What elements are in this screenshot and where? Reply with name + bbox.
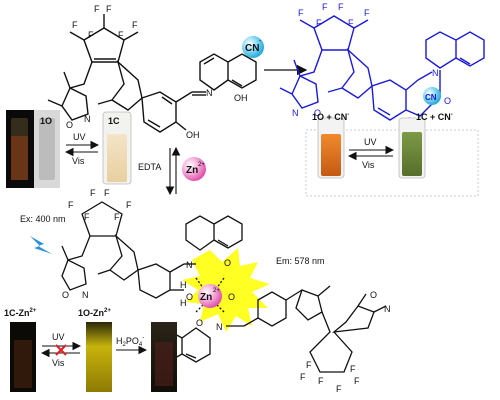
phosphate-label: H2PO4- [116,335,144,348]
vis-label-bottom: Vis [52,358,65,368]
atom-f4: F [354,376,360,386]
vials-zn: 1C-Zn2+ 1O-Zn2+ UV Vis H2PO4- [4,308,177,392]
molecule-cn-adduct [279,15,485,121]
vis-label-top: Vis [72,156,85,166]
atom-o-phenol-left: O [186,292,193,302]
atom-f3: F [298,8,304,18]
molecule-cn-adduct-atoms: F F F F F F N O N O O [292,2,451,126]
atom-oh-phenol: OH [186,130,200,140]
fluorescence-starburst [182,248,270,332]
atom-f2: F [338,2,344,12]
atom-f5: F [348,18,354,28]
zn-bubble [182,157,206,181]
zn-center: Zn 2+ [198,284,222,308]
atom-f5: F [350,364,356,374]
atom-f5: F [118,30,124,40]
zn-complex-atoms-right: F F F F F F O N N O O [196,290,391,394]
cn-bound-label: CN [425,93,437,102]
vial-1o-zn [86,322,112,392]
caption-1o-zn: 1O-Zn2+ [78,308,111,318]
atom-n-isoxazole: N [384,304,391,314]
molecule-open-form [47,14,257,133]
molecule-zn-complex [61,201,387,373]
atom-n-ring: N [432,68,439,78]
atom-n-isoxazole: N [82,290,89,300]
vials-1o-1c: 1O 1C [6,110,132,188]
lightning-icon [30,236,52,254]
atom-o-isoxazole: O [66,120,73,130]
atom-n-imine-bottom: N [216,322,223,332]
atom-n-isoxazole: N [84,114,91,124]
zn-bubble-label: Zn [186,165,198,176]
reaction-arrow-cn: CN - [242,36,308,76]
atom-o-naphthol-bottom: O [196,318,203,328]
edta-zn-equilibrium: EDTA Zn 2+ [138,146,206,196]
atom-o-isoxazole: O [370,290,377,300]
atom-o-naphthol-top: O [224,258,231,268]
caption-1c-zn: 1C-Zn2+ [4,308,37,318]
atom-f1: F [90,188,96,198]
atom-f2: F [336,384,342,394]
zn-center-label: Zn [200,292,212,303]
atom-n-imine-top: N [186,260,193,270]
atom-oh-naphthol: OH [234,93,248,103]
atom-o-ring-1: O [444,96,451,106]
emission-label: Em: 578 nm [276,256,325,266]
atom-f3: F [72,20,78,30]
vial-1c-label: 1C [108,116,120,126]
caption-1c-cn: 1C + CN- [416,112,453,122]
switch-arrows-top: UV Vis [64,132,100,166]
atom-f1: F [322,2,328,12]
atom-f6: F [306,360,312,370]
vial-1o-label: 1O [40,116,52,126]
atom-o-isoxazole: O [62,290,69,300]
zn-center-charge: 2+ [213,288,220,294]
atom-f1: F [318,376,324,386]
molecule-open-atoms: F F F F F F N O N OH OH [66,4,248,140]
uv-label-top: UV [73,132,86,142]
uv-label-bottom: UV [52,332,65,342]
atom-h-left-2: H [180,298,187,308]
cn-bubble-label: CN [245,43,259,54]
cn-vials-box: UV Vis 1O + CN- 1C + CN- [305,112,479,197]
edta-label: EDTA [138,162,161,172]
atom-f6: F [88,30,94,40]
cn-bound-bubble: CN [423,87,441,105]
atom-f3: F [68,200,74,210]
zn-complex-atoms-left: F F F F F F O N N O H O H [62,188,231,308]
atom-o-isoxazole: O [314,108,321,118]
atom-f6: F [316,18,322,28]
zn-bubble-charge: 2+ [198,162,205,168]
uv-label-right: UV [364,137,377,147]
atom-f2: F [106,4,112,14]
atom-f5: F [114,212,120,222]
atom-f6: F [84,212,90,222]
cn-bubble-charge: - [259,38,262,45]
atom-o-phenol-right: O [228,292,235,302]
blocked-cross-icon [55,344,67,356]
atom-f4: F [364,8,370,18]
atom-f1: F [94,4,100,14]
atom-n-imine: N [206,88,213,98]
atom-f2: F [104,188,110,198]
caption-1o-cn: 1O + CN- [312,112,349,122]
cn-bubble [242,36,264,58]
atom-n-isoxazole: N [292,108,299,118]
atom-f3: F [300,372,306,382]
atom-h-left: H [180,280,187,290]
vis-label-right: Vis [362,160,375,170]
excitation-label: Ex: 400 nm [20,214,66,224]
atom-f4: F [126,200,132,210]
atom-f4: F [132,20,138,30]
